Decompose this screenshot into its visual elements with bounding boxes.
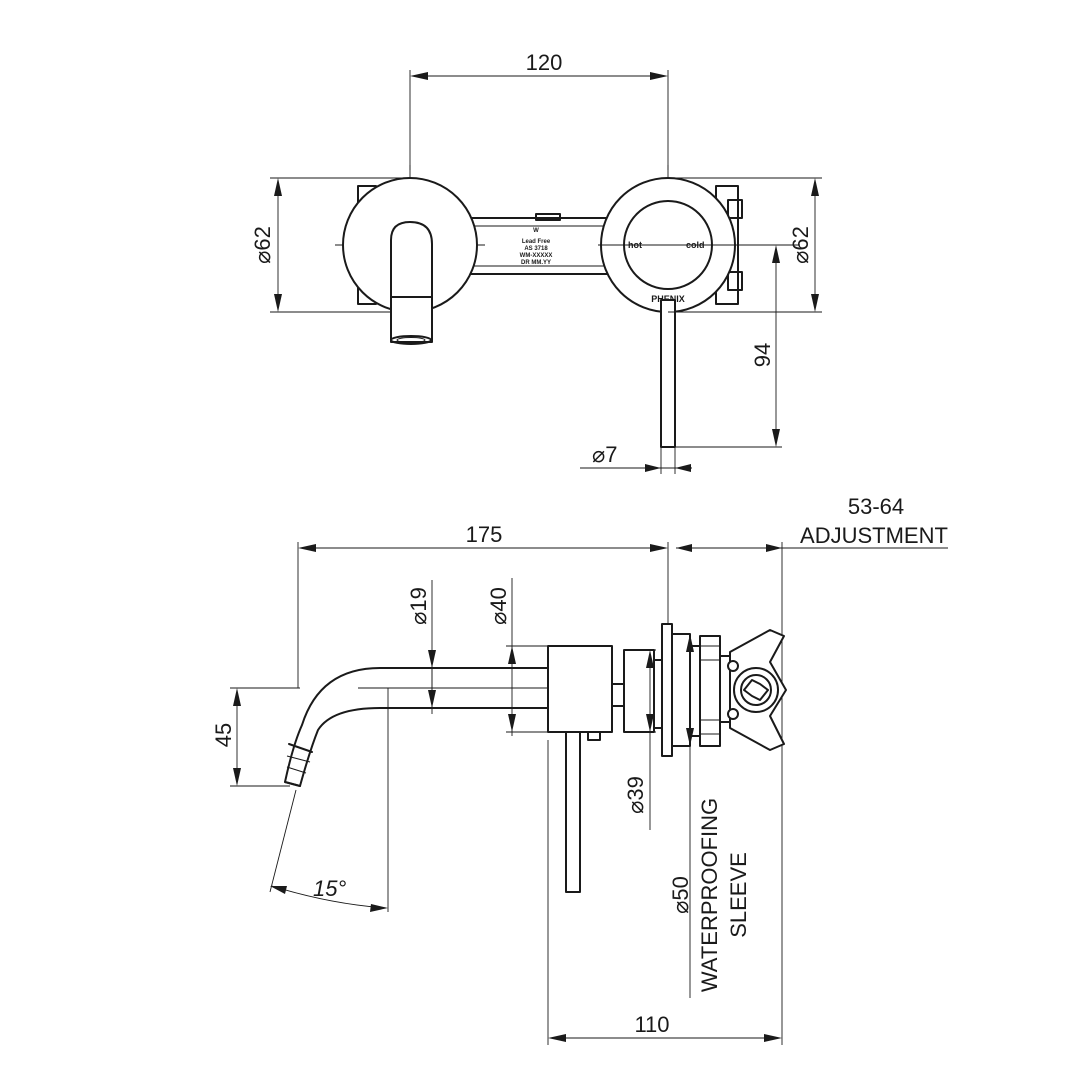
dim-plate-right-label: ⌀62: [788, 226, 813, 264]
dim-plate-right: ⌀62: [668, 177, 822, 313]
watermark-line-1: Lead Free: [522, 239, 551, 245]
dim-total-length-label: 175: [466, 522, 503, 547]
dim-spout-diameter-label: ⌀19: [406, 587, 431, 625]
adjustment-value: 53-64: [848, 494, 904, 519]
dim-lever-diameter: ⌀7: [580, 442, 692, 474]
dim-sleeve-diameter-label: ⌀50: [668, 876, 693, 914]
dim-sleeve-diameter: ⌀50 WATERPROOFING SLEEVE: [668, 634, 751, 998]
watermark-mark: W Lead Free AS 3718 WM-XXXXX DR MM.YY: [520, 228, 553, 266]
dim-spout-drop-label: 45: [211, 723, 236, 747]
sleeve-label-line2: SLEEVE: [726, 852, 751, 938]
sleeve-label-line1: WATERPROOFING: [697, 798, 722, 992]
watermark-line-4: DR MM.YY: [521, 260, 551, 266]
dim-plate-left: ⌀62: [250, 177, 410, 313]
dim-body-diameter: ⌀40: [486, 578, 548, 736]
watermark-line-3: WM-XXXXX: [520, 253, 553, 259]
dim-angle: 15°: [269, 688, 389, 912]
mixer-plate: hot cold PHENIX: [598, 177, 800, 448]
dim-width-120: 120: [409, 50, 669, 170]
dim-flange-diameter: ⌀39: [623, 649, 656, 830]
watermark-symbol: W: [533, 228, 539, 234]
dim-angle-label: 15°: [313, 876, 346, 901]
cold-label: cold: [686, 240, 705, 250]
dim-lever-length-label: 94: [750, 343, 775, 367]
dim-plate-left-label: ⌀62: [250, 226, 275, 264]
valve-cross: [727, 629, 787, 751]
watermark-line-2: AS 3718: [524, 246, 548, 252]
front-view: 120 W Lead Free AS 371: [250, 50, 822, 474]
dim-lever-length: 94: [676, 245, 782, 448]
adjustment-label: ADJUSTMENT: [800, 523, 948, 548]
dim-wall-depth: 110: [547, 740, 782, 1045]
spout-plate: [342, 177, 478, 345]
dim-lever-diameter-label: ⌀7: [592, 442, 618, 467]
dim-width-label: 120: [526, 50, 563, 75]
dim-spout-drop: 45: [211, 687, 300, 787]
dim-spout-diameter: ⌀19: [406, 580, 436, 714]
side-view: 53-64 ADJUSTMENT 175: [211, 494, 948, 1045]
hot-label: hot: [628, 240, 642, 250]
spout: [284, 667, 549, 787]
dim-total-length: 175: [297, 522, 783, 1045]
dim-flange-diameter-label: ⌀39: [623, 776, 648, 814]
dim-body-diameter-label: ⌀40: [486, 587, 511, 625]
dim-wall-depth-label: 110: [634, 1012, 669, 1037]
